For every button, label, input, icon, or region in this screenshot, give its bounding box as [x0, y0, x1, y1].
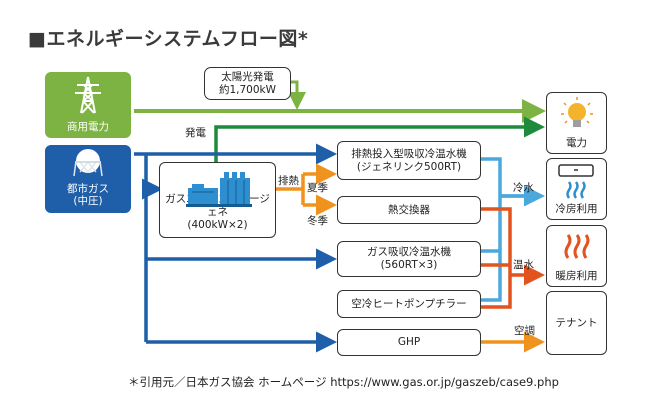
exhaust-heat-label: 排熱 — [278, 175, 299, 187]
solar-power-node: 太陽光発電 約1,700kW — [204, 67, 291, 100]
hot-water-line — [481, 207, 512, 309]
page-title: ■エネルギーシステムフロー図* — [28, 28, 309, 50]
hot-water-label: 温水 — [513, 259, 534, 271]
solar-line — [288, 80, 306, 110]
source-citation: ＊引用元／日本ガス協会 ホームページ https://www.gas.or.jp… — [128, 375, 559, 389]
air-conditioning-label: 空調 — [514, 325, 535, 337]
gas-tank-icon — [73, 149, 103, 177]
cooling-output: 冷房利用 — [546, 158, 607, 220]
heating-output: 暖房利用 — [546, 225, 607, 287]
tenant-output: テナント — [546, 291, 607, 355]
city-gas-label: 都市ガス (中圧) — [67, 183, 109, 207]
exhaust-absorption-chiller-node: 排熱投入型吸収冷温水機 (ジェネリンク500RT) — [337, 141, 481, 180]
commercial-power-label: 商用電力 — [67, 121, 109, 133]
generation-line — [214, 116, 545, 162]
cold-water-label: 冷水 — [513, 182, 534, 194]
ghp-node: GHP — [337, 329, 481, 356]
gas-engine-icon — [186, 172, 252, 207]
commercial-power-source: 商用電力 — [45, 72, 131, 138]
generation-label: 発電 — [185, 127, 206, 139]
city-gas-source: 都市ガス (中圧) — [45, 145, 131, 213]
electricity-output: 電力 — [546, 92, 607, 154]
heat-pump-chiller-node: 空冷ヒートポンプチラー — [337, 290, 481, 318]
gas-engine-node: ガスエンジン・コージェネ (400kW×2) — [159, 162, 276, 238]
light-bulb-icon — [561, 97, 593, 127]
winter-label: 冬季 — [307, 215, 328, 227]
air-conditioner-icon — [558, 164, 594, 199]
heat-exchanger-node: 熱交換器 — [337, 196, 481, 224]
summer-label: 夏季 — [307, 182, 328, 194]
power-tower-icon — [75, 76, 101, 114]
gas-absorption-chiller-node: ガス吸収冷温水機 (560RT×3) — [337, 241, 481, 277]
heat-waves-icon — [564, 234, 590, 259]
